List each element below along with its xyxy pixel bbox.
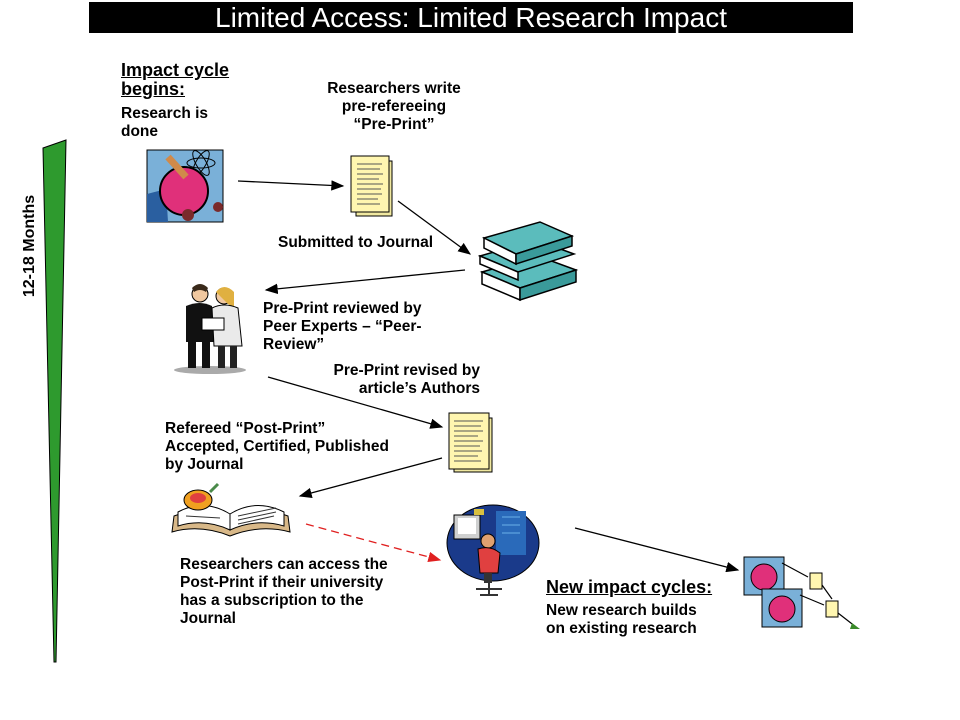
postprint-label: Refereed “Post-Print” Accepted, Certifie… <box>165 420 389 473</box>
open-book-icon <box>171 482 291 537</box>
arrow-research-to-preprint <box>237 180 345 191</box>
peer-review-label: Pre-Print reviewed by Peer Experts – “Pe… <box>263 300 422 353</box>
arrow-revised-to-published <box>298 457 443 498</box>
arrow-journal-to-review <box>264 269 466 295</box>
begin-heading: Impact cycle begins: <box>121 60 230 99</box>
write-preprint-label: Researchers write pre-refereeing “Pre-Pr… <box>327 80 461 133</box>
document-icon <box>350 155 393 217</box>
new-cycles-heading: New impact cycles: <box>546 577 713 597</box>
arrow-review-to-revised <box>267 376 444 429</box>
revised-document-icon <box>448 412 493 473</box>
peer-reviewers-icon <box>174 284 246 374</box>
submitted-label: Submitted to Journal <box>278 234 433 251</box>
arrow-access-dashed <box>305 523 442 562</box>
new-cycles-icon <box>743 556 860 629</box>
begin-text: Research is done <box>121 105 209 140</box>
arrow-preprint-to-journal <box>397 200 472 255</box>
new-cycles-text: New research builds on existing research <box>546 602 697 637</box>
arrow-to-new-cycles <box>574 527 740 573</box>
revised-label: Pre-Print revised by article’s Authors <box>333 362 480 397</box>
computer-user-icon <box>446 504 540 596</box>
researcher-atom-icon <box>146 149 224 223</box>
journal-stack-icon <box>478 221 579 302</box>
slide-title: Limited Access: Limited Research Impact <box>89 2 853 33</box>
access-label: Researchers can access the Post-Print if… <box>180 556 388 627</box>
